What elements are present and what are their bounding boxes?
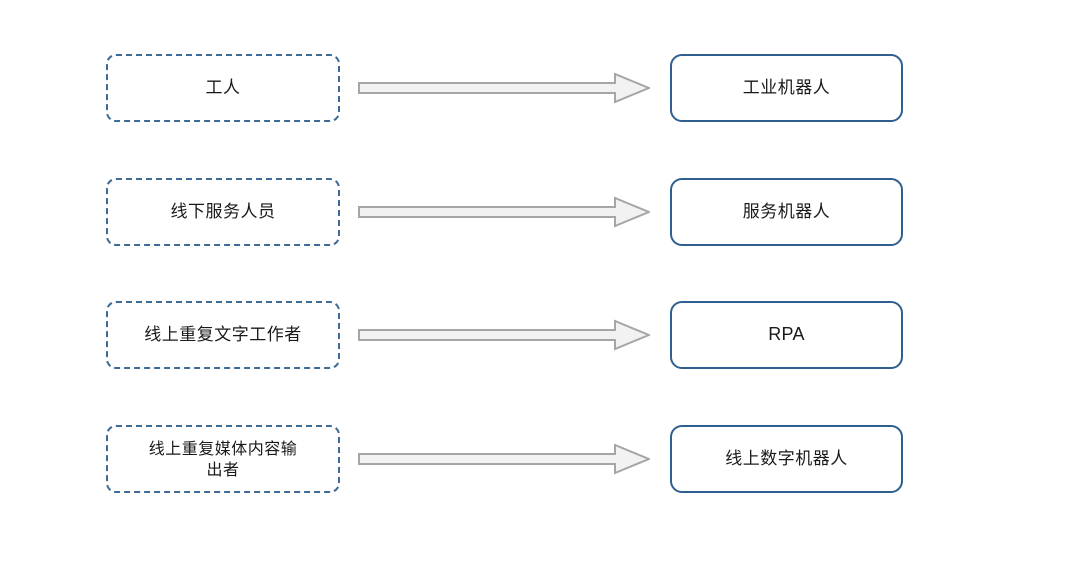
- mapping-row: 线上重复文字工作者 RPA: [0, 301, 1068, 369]
- arrow-right-icon: [358, 319, 650, 351]
- mapping-row: 线下服务人员 服务机器人: [0, 178, 1068, 246]
- arrow-right-icon: [358, 196, 650, 228]
- source-box-online-repetitive-media-producer[interactable]: 线上重复媒体内容输 出者: [106, 425, 340, 493]
- source-box-label: 线下服务人员: [170, 201, 276, 222]
- source-box-label: 工人: [205, 77, 241, 98]
- target-box-label: RPA: [768, 324, 805, 345]
- arrow-right-icon: [358, 443, 650, 475]
- source-box-offline-service-staff[interactable]: 线下服务人员: [106, 178, 340, 246]
- target-box-label: 线上数字机器人: [725, 448, 848, 469]
- target-box-industrial-robot[interactable]: 工业机器人: [670, 54, 903, 122]
- target-box-rpa[interactable]: RPA: [670, 301, 903, 369]
- source-box-label: 线上重复文字工作者: [144, 324, 302, 345]
- mapping-row: 工人 工业机器人: [0, 54, 1068, 122]
- target-box-label: 工业机器人: [742, 77, 831, 98]
- source-box-worker[interactable]: 工人: [106, 54, 340, 122]
- arrow-right-icon: [358, 72, 650, 104]
- source-box-label: 线上重复媒体内容输 出者: [148, 438, 298, 479]
- target-box-online-digital-robot[interactable]: 线上数字机器人: [670, 425, 903, 493]
- target-box-label: 服务机器人: [742, 201, 831, 222]
- mapping-row: 线上重复媒体内容输 出者 线上数字机器人: [0, 425, 1068, 493]
- target-box-service-robot[interactable]: 服务机器人: [670, 178, 903, 246]
- source-box-online-repetitive-text-worker[interactable]: 线上重复文字工作者: [106, 301, 340, 369]
